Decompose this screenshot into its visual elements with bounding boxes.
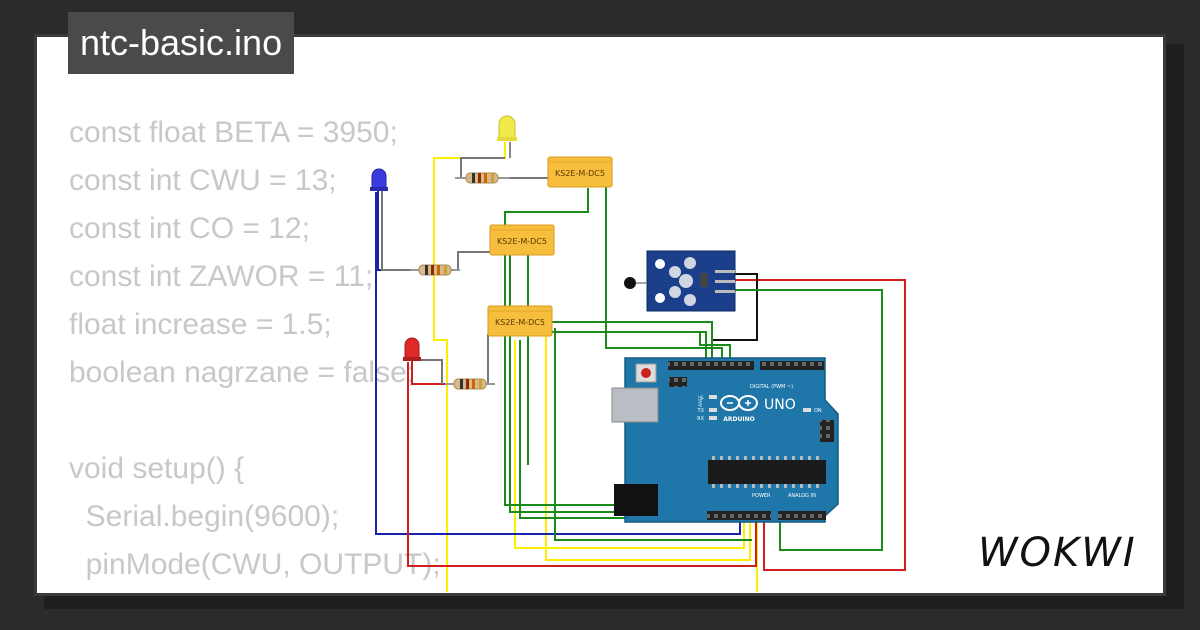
- rx-label: RX: [697, 416, 704, 422]
- arduino-logo-icon: [720, 395, 758, 411]
- wire-red: [407, 362, 757, 567]
- wokwi-logo-text: WOKWI: [978, 530, 1137, 576]
- digital-label: DIGITAL (PWM ~): [750, 384, 793, 390]
- wire-green: [699, 332, 731, 364]
- analog-header: [778, 511, 826, 520]
- relay-1-label: KS2E-M-DC5: [555, 169, 605, 178]
- led-yellow[interactable]: [497, 115, 517, 141]
- wire-red: [411, 360, 452, 385]
- wire-gray: [415, 359, 443, 384]
- wires: [375, 142, 906, 592]
- arduino-uno-board[interactable]: L TX RX ON AREF DIGITAL (PWM ~) UNO ARDU…: [611, 357, 839, 523]
- wokwi-logo: WOKWI: [978, 530, 1137, 576]
- digital-header-left: [668, 361, 754, 370]
- reset-icon: [641, 368, 651, 378]
- ntc-sensor-module[interactable]: [646, 250, 736, 312]
- relay-2[interactable]: KS2E-M-DC5: [489, 224, 555, 256]
- microcontroller-chip: [708, 460, 826, 484]
- wire-blue: [375, 192, 741, 535]
- icsp2-header: [820, 420, 834, 442]
- wire-gray: [460, 157, 505, 178]
- sketch-title: ntc-basic.ino: [68, 12, 295, 74]
- wire-green: [735, 289, 883, 551]
- wire-gray: [381, 190, 418, 271]
- icsp-header: [669, 377, 687, 387]
- wire-green: [552, 321, 713, 364]
- wire-green: [552, 331, 707, 364]
- wire-red: [735, 279, 906, 571]
- resistor[interactable]: [455, 172, 510, 184]
- uno-label: UNO: [764, 397, 796, 413]
- analog-in-label: ANALOG IN: [788, 493, 816, 499]
- code-preview: const float BETA = 3950; const int CWU =…: [69, 116, 441, 581]
- resistor[interactable]: [445, 378, 495, 390]
- l-label: L: [701, 395, 704, 401]
- relay-3-label: KS2E-M-DC5: [495, 318, 545, 327]
- relay-2-label: KS2E-M-DC5: [497, 237, 547, 246]
- led-red[interactable]: [403, 337, 421, 361]
- relay-3[interactable]: KS2E-M-DC5: [487, 305, 553, 337]
- wire-gray: [457, 251, 490, 270]
- tx-label: TX: [697, 408, 705, 414]
- on-label: ON: [814, 408, 822, 414]
- power-jack: [614, 484, 658, 516]
- power-header: [707, 511, 771, 520]
- power-label: POWER: [752, 493, 771, 499]
- usb-port: [611, 387, 659, 423]
- wire-green: [554, 328, 752, 541]
- thermistor[interactable]: [624, 277, 647, 289]
- preview-card: const float BETA = 3950; const int CWU =…: [34, 34, 1166, 596]
- arduino-brand-label: ARDUINO: [723, 416, 754, 423]
- wire-yellow: [433, 142, 506, 592]
- relay-1[interactable]: KS2E-M-DC5: [547, 156, 613, 188]
- led-blue[interactable]: [370, 168, 388, 191]
- wire-yellow: [514, 340, 745, 549]
- wire-green: [605, 172, 723, 364]
- aref-label: AREF: [698, 395, 704, 407]
- wire-blue: [377, 190, 412, 271]
- digital-header-right: [760, 361, 824, 370]
- resistor[interactable]: [410, 264, 460, 276]
